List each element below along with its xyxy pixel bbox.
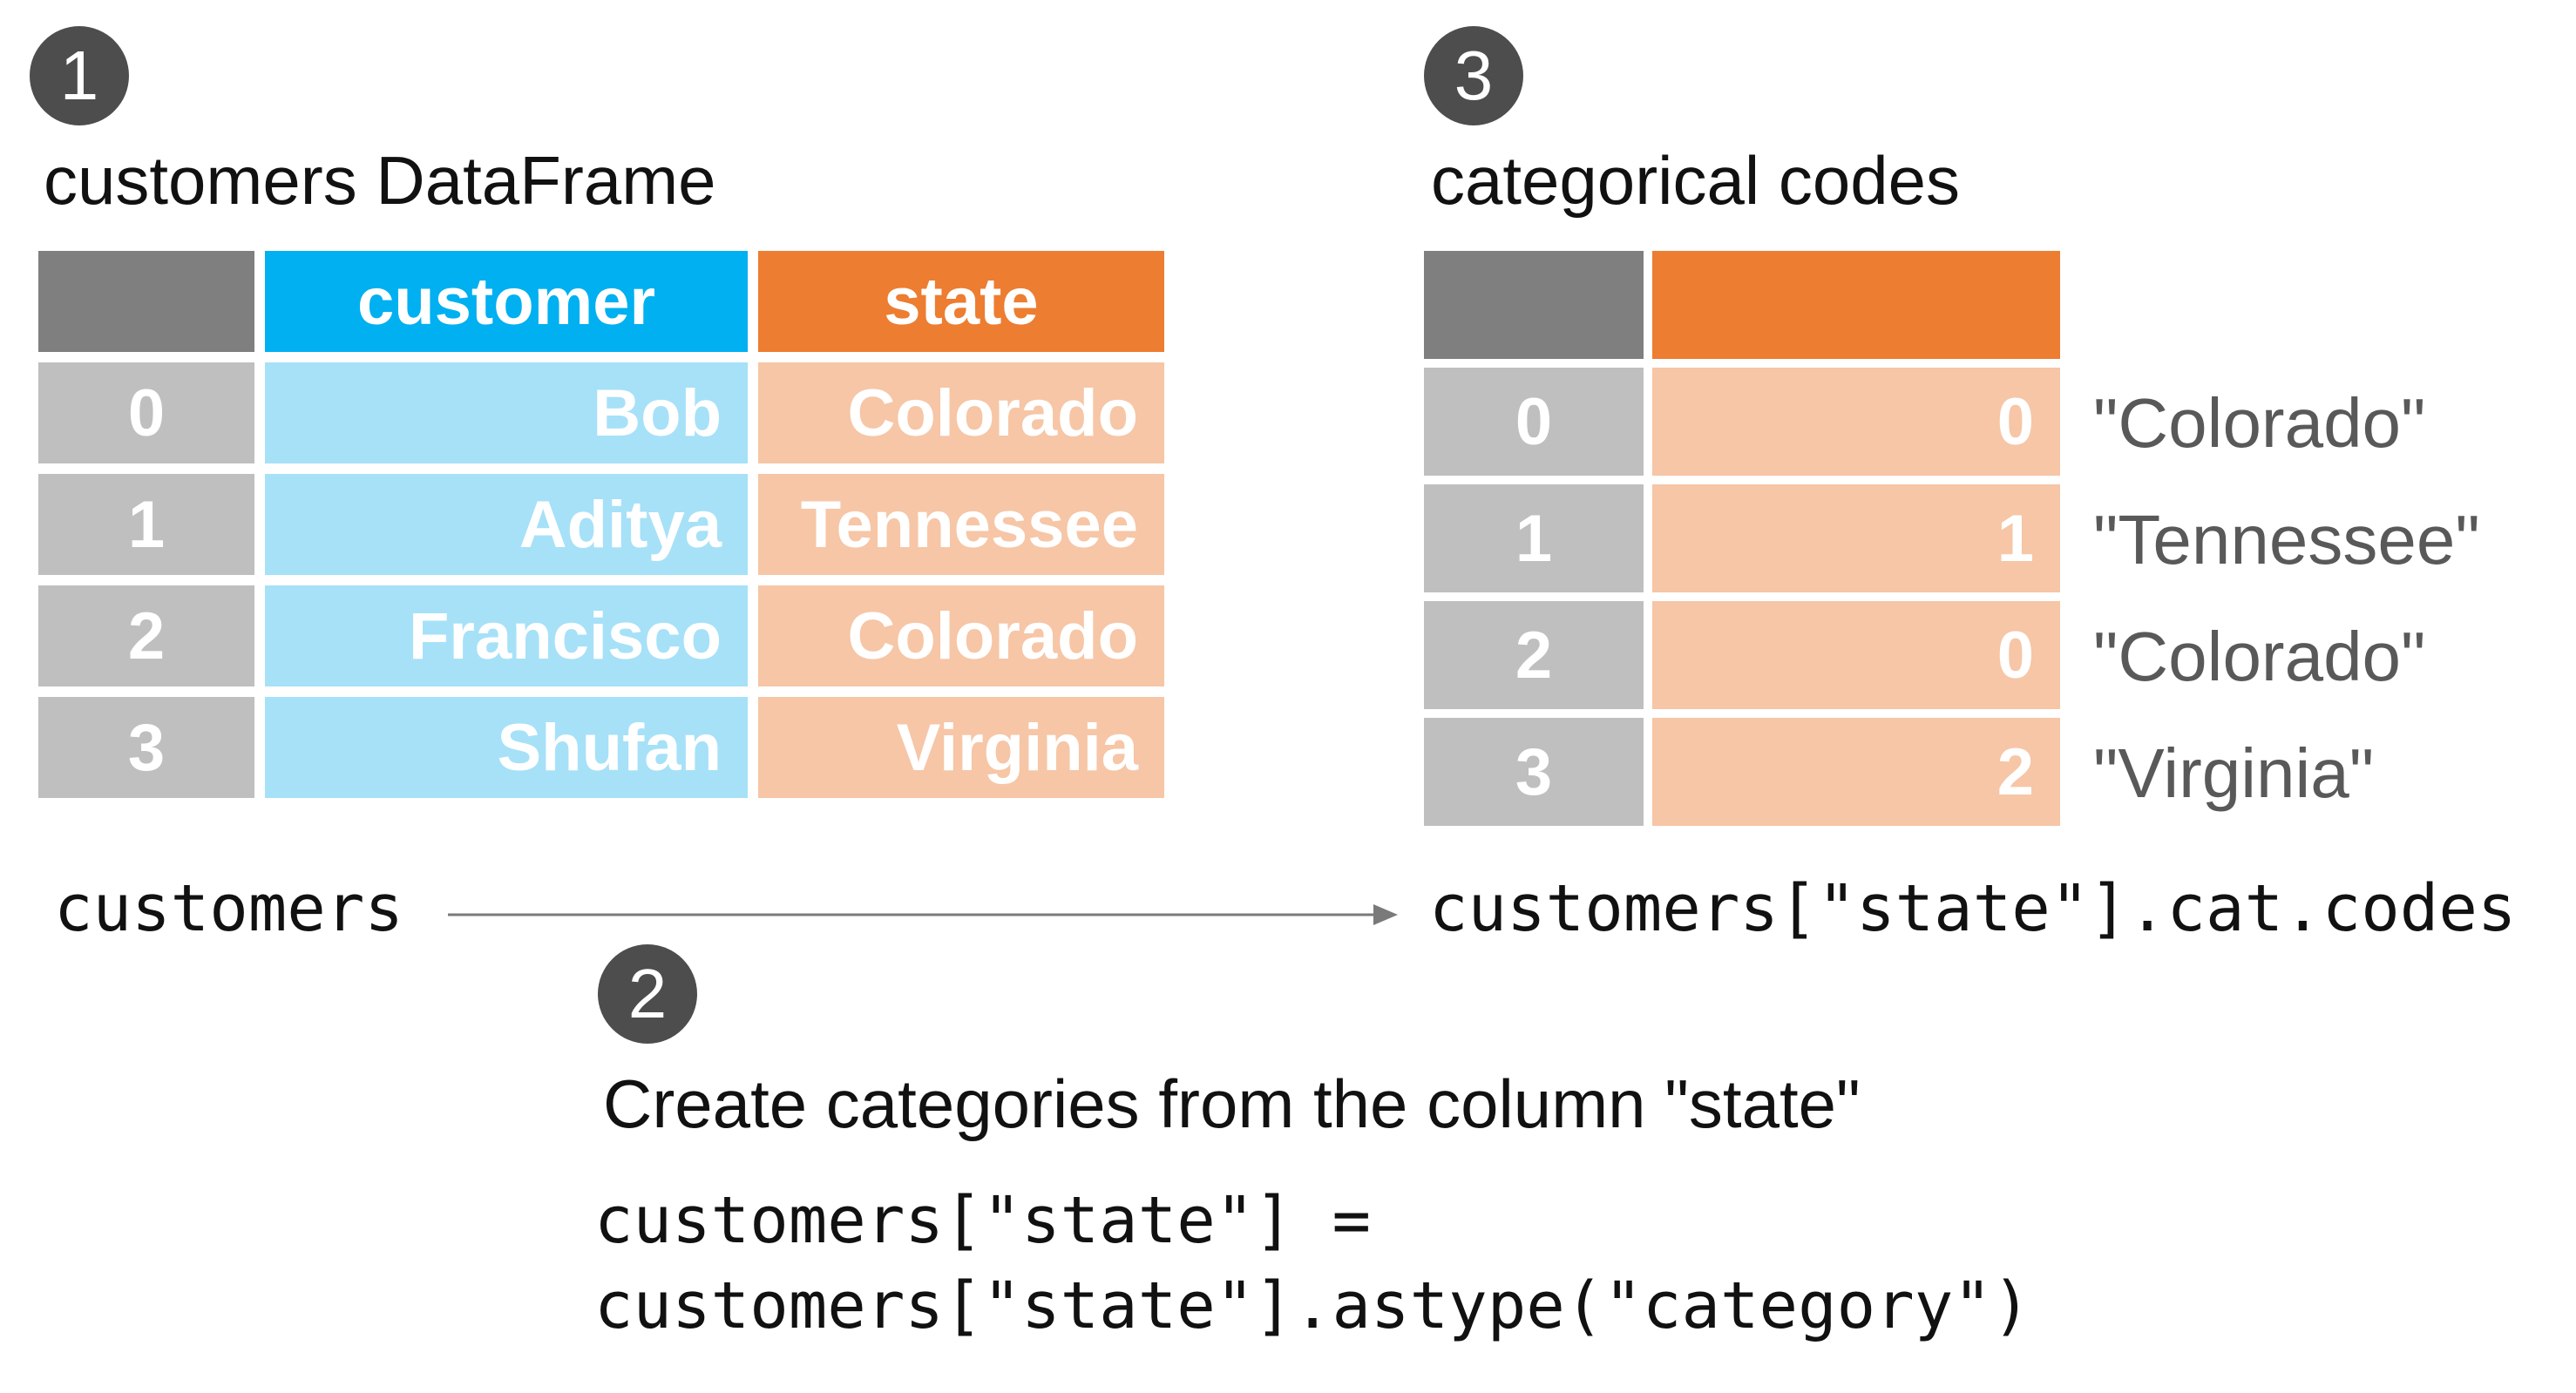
category-label: "Colorado" <box>2093 384 2426 462</box>
astype-code-line-2: customers["state"].astype("category") <box>594 1268 2031 1343</box>
step-1-badge: 1 <box>30 26 129 125</box>
state-cell: Virginia <box>758 697 1164 798</box>
row-index-cell: 3 <box>38 697 254 798</box>
index-header-cell <box>38 251 254 352</box>
cat-codes-code-label: customers["state"].cat.codes <box>1429 871 2517 946</box>
index-header-cell <box>1424 251 1644 359</box>
customer-cell: Bob <box>265 362 748 463</box>
step-2-description: Create categories from the column "state… <box>603 1065 1861 1142</box>
arrow-icon <box>448 904 1398 925</box>
category-label: "Tennessee" <box>2093 501 2480 578</box>
codes-column-header <box>1652 251 2060 359</box>
category-label: "Virginia" <box>2093 734 2375 812</box>
customer-column-header: customer <box>265 251 748 352</box>
state-column-header: state <box>758 251 1164 352</box>
customers-code-label: customers <box>54 871 403 946</box>
row-index-cell: 3 <box>1424 718 1644 826</box>
row-index-cell: 1 <box>1424 484 1644 592</box>
state-cell: Colorado <box>758 362 1164 463</box>
code-cell: 1 <box>1652 484 2060 592</box>
row-index-cell: 2 <box>38 585 254 686</box>
astype-code-line-1: customers["state"] = <box>594 1183 1372 1258</box>
category-label: "Colorado" <box>2093 618 2426 695</box>
code-cell: 2 <box>1652 718 2060 826</box>
code-cell: 0 <box>1652 601 2060 709</box>
state-cell: Tennessee <box>758 474 1164 575</box>
state-cell: Colorado <box>758 585 1164 686</box>
row-index-cell: 2 <box>1424 601 1644 709</box>
customer-cell: Aditya <box>265 474 748 575</box>
customers-dataframe-title: customers DataFrame <box>44 142 716 219</box>
code-cell: 0 <box>1652 368 2060 476</box>
row-index-cell: 1 <box>38 474 254 575</box>
customer-cell: Shufan <box>265 697 748 798</box>
categorical-codes-title: categorical codes <box>1431 142 1961 219</box>
row-index-cell: 0 <box>1424 368 1644 476</box>
step-2-badge: 2 <box>598 944 697 1044</box>
row-index-cell: 0 <box>38 362 254 463</box>
step-3-badge: 3 <box>1424 26 1523 125</box>
customer-cell: Francisco <box>265 585 748 686</box>
